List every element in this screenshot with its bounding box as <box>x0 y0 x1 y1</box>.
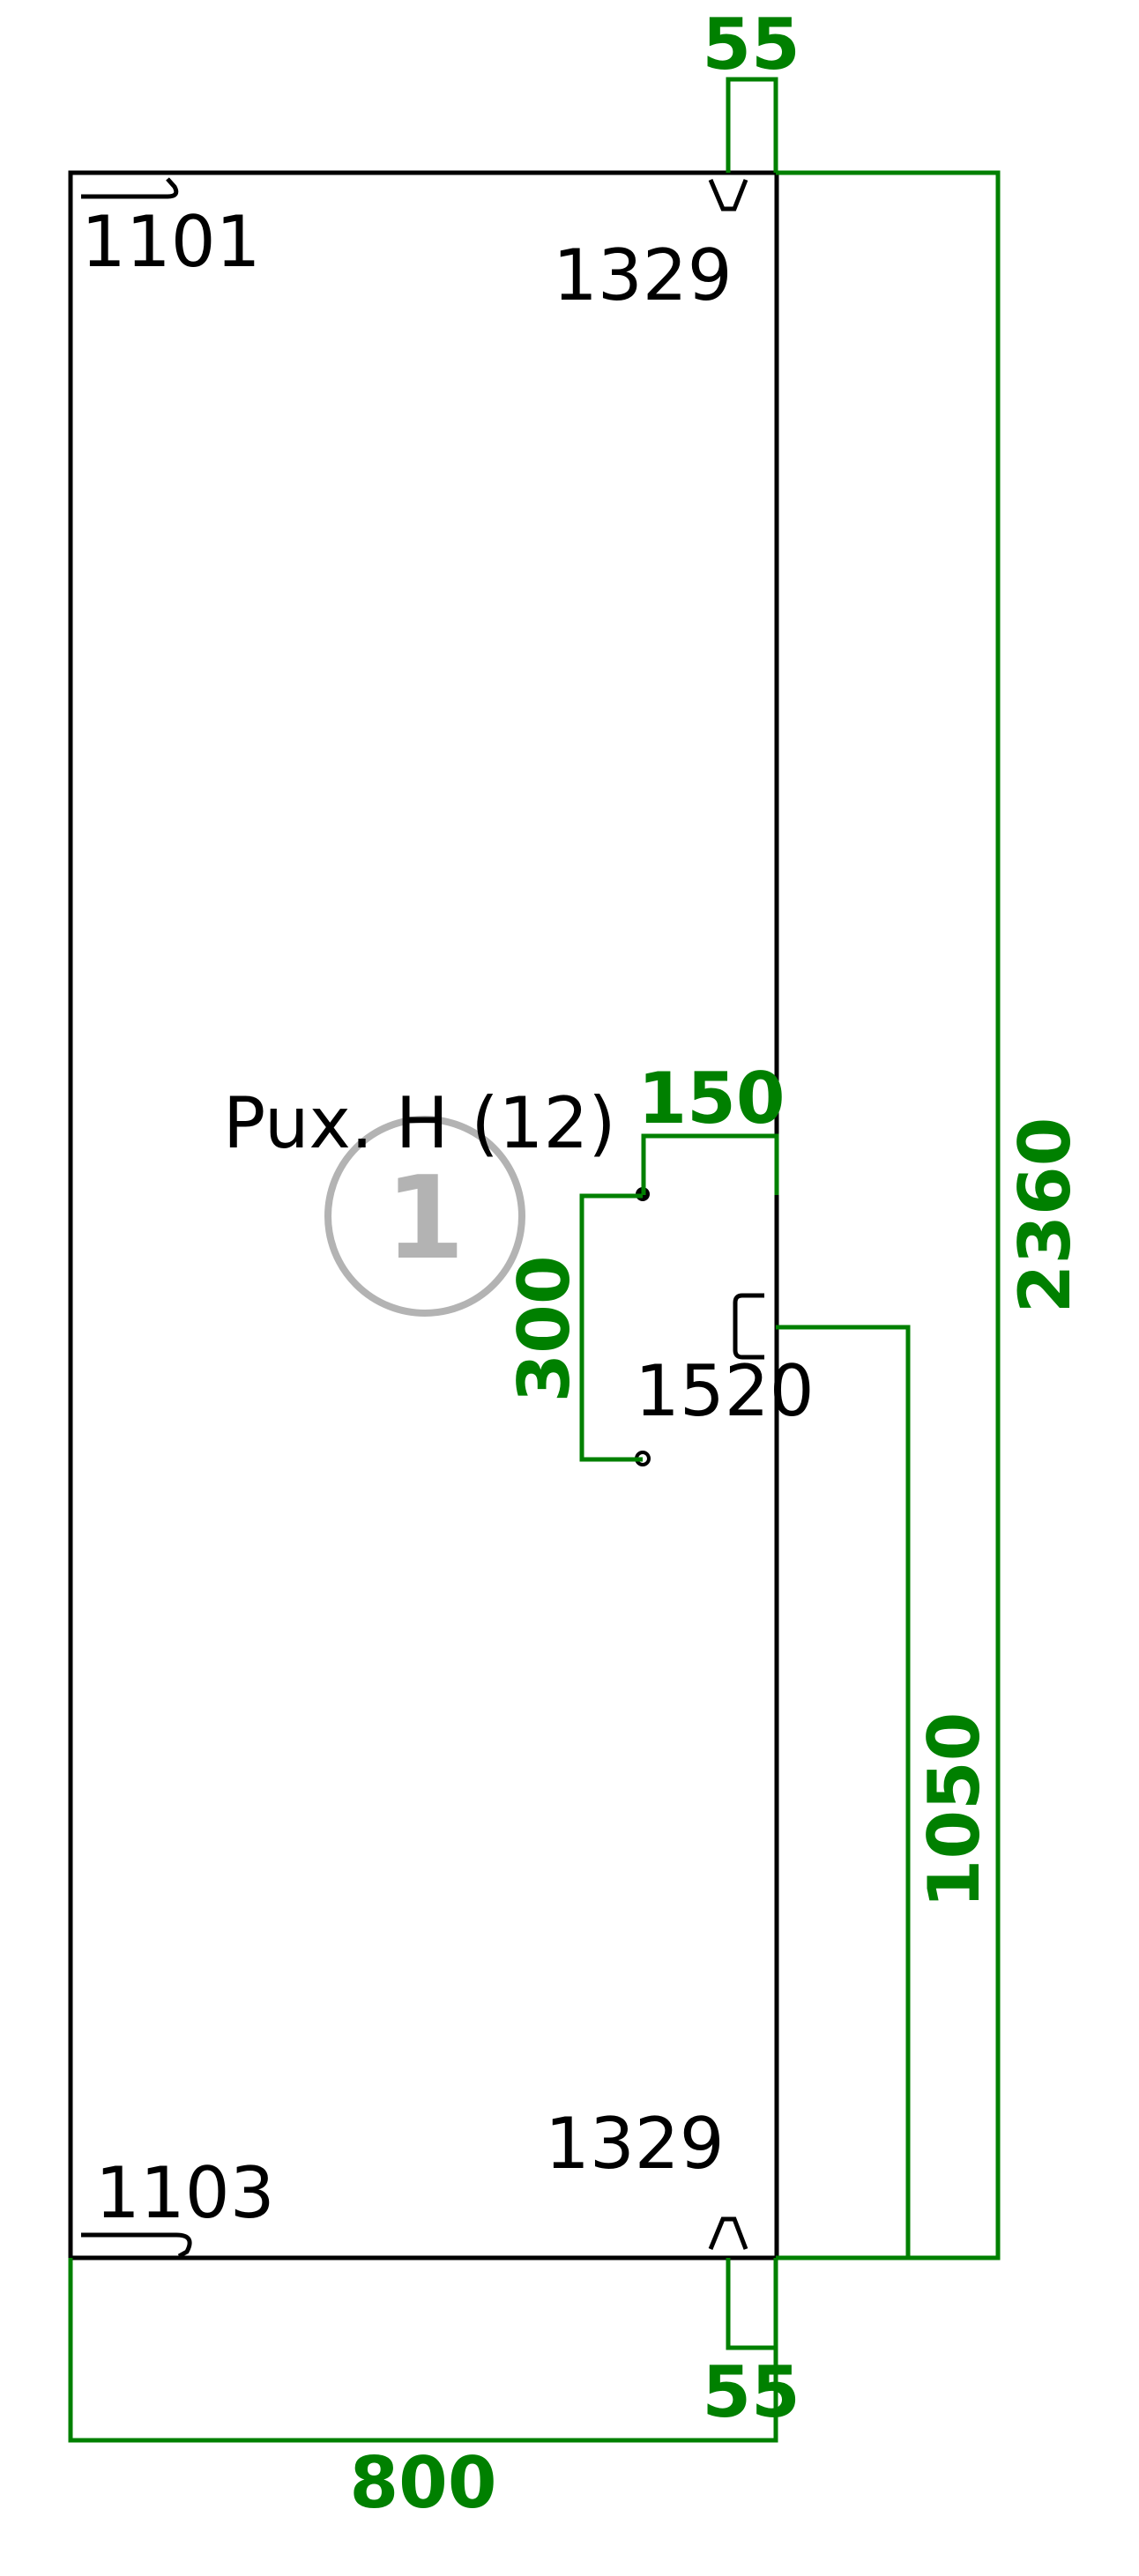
dimension-hinge-bottom: 55 <box>702 2258 800 2433</box>
hinge-mark-top <box>708 179 748 212</box>
dimension-handle-inset: 150 <box>638 1058 785 1195</box>
corner-mark-top-left <box>81 177 179 199</box>
dimension-hinge-top-value: 55 <box>702 4 800 85</box>
dimension-total-height-value: 2360 <box>1004 1117 1086 1314</box>
door-panel-outline <box>68 170 779 2260</box>
item-badge: 1 <box>324 1116 525 1317</box>
dimension-handle-spacing-value: 300 <box>503 1256 585 1403</box>
dimension-total-width-value: 800 <box>350 2442 497 2524</box>
hinge-label-top: 1329 <box>553 234 733 316</box>
handle-label: Pux. H (12) <box>223 1082 616 1164</box>
handle-fitting-label: 1520 <box>635 1350 815 1432</box>
corner-label-bottom-left: 1103 <box>95 2152 275 2234</box>
item-badge-number: 1 <box>385 1151 465 1285</box>
hinge-label-bottom: 1329 <box>545 2103 725 2185</box>
hinge-mark-bottom <box>708 2216 748 2250</box>
dimension-handle-height: 1050 <box>776 1325 995 2260</box>
dimension-total-height: 2360 <box>776 170 1086 2260</box>
corner-mark-bottom-left <box>81 2232 192 2259</box>
dimension-hinge-top: 55 <box>702 4 800 173</box>
corner-label-top-left: 1101 <box>81 201 261 283</box>
dimension-handle-height-value: 1050 <box>913 1712 995 1909</box>
handle-fitting-mark <box>733 1293 764 1360</box>
dimension-handle-inset-value: 150 <box>638 1058 785 1140</box>
dimension-hinge-bottom-value: 55 <box>702 2351 800 2433</box>
dimension-handle-spacing: 300 <box>503 1193 643 1462</box>
dimension-total-width: 800 <box>68 2258 778 2524</box>
item-badge-circle <box>324 1116 525 1317</box>
